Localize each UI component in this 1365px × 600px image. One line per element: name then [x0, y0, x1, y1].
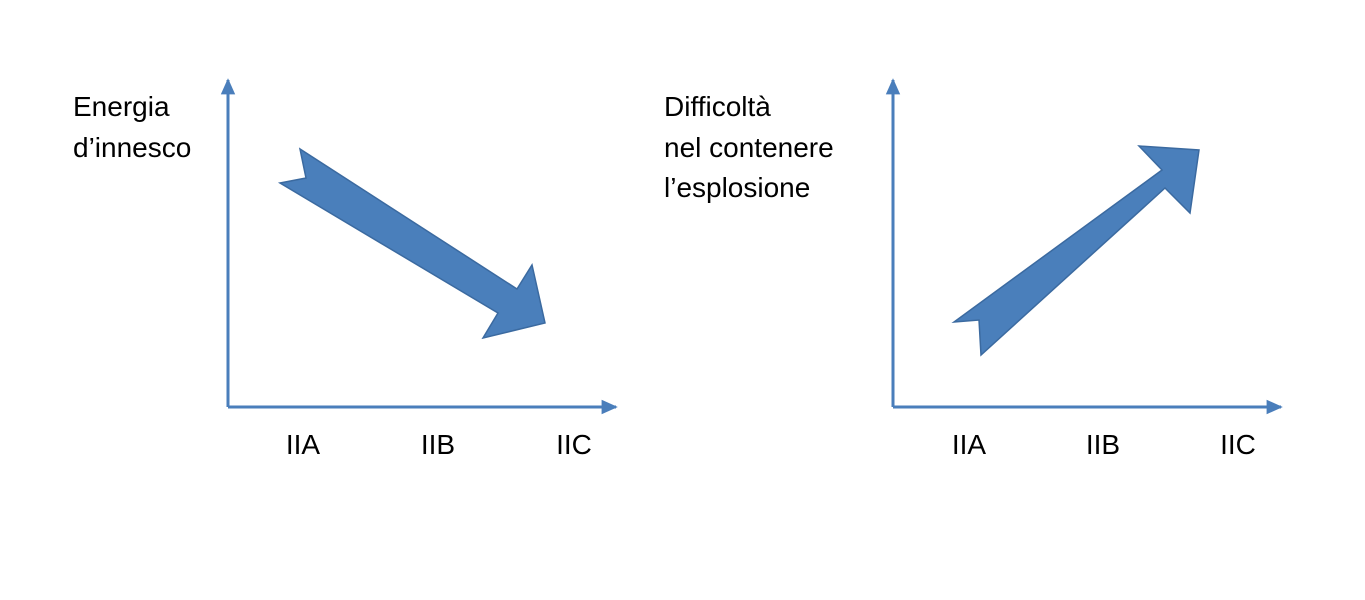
right-panel: Difficoltà nel contenere l’esplosione II…	[664, 78, 1283, 460]
right-ylabel-line-3: l’esplosione	[664, 172, 810, 203]
right-tick-label-iib: IIB	[1086, 429, 1120, 460]
left-ylabel-line-1: Energia	[73, 91, 170, 122]
right-ylabel-line-2: nel contenere	[664, 132, 834, 163]
left-tick-label-iia: IIA	[286, 429, 321, 460]
left-panel: Energia d’innesco IIA IIB IIC	[73, 78, 618, 460]
left-ylabel-line-2: d’innesco	[73, 132, 191, 163]
right-tick-label-iia: IIA	[952, 429, 987, 460]
right-tick-label-iic: IIC	[1220, 429, 1256, 460]
left-tick-label-iic: IIC	[556, 429, 592, 460]
up-right-arrow-icon	[951, 145, 1200, 357]
left-tick-label-iib: IIB	[421, 429, 455, 460]
down-right-arrow-icon	[277, 147, 546, 340]
right-ylabel-line-1: Difficoltà	[664, 91, 771, 122]
